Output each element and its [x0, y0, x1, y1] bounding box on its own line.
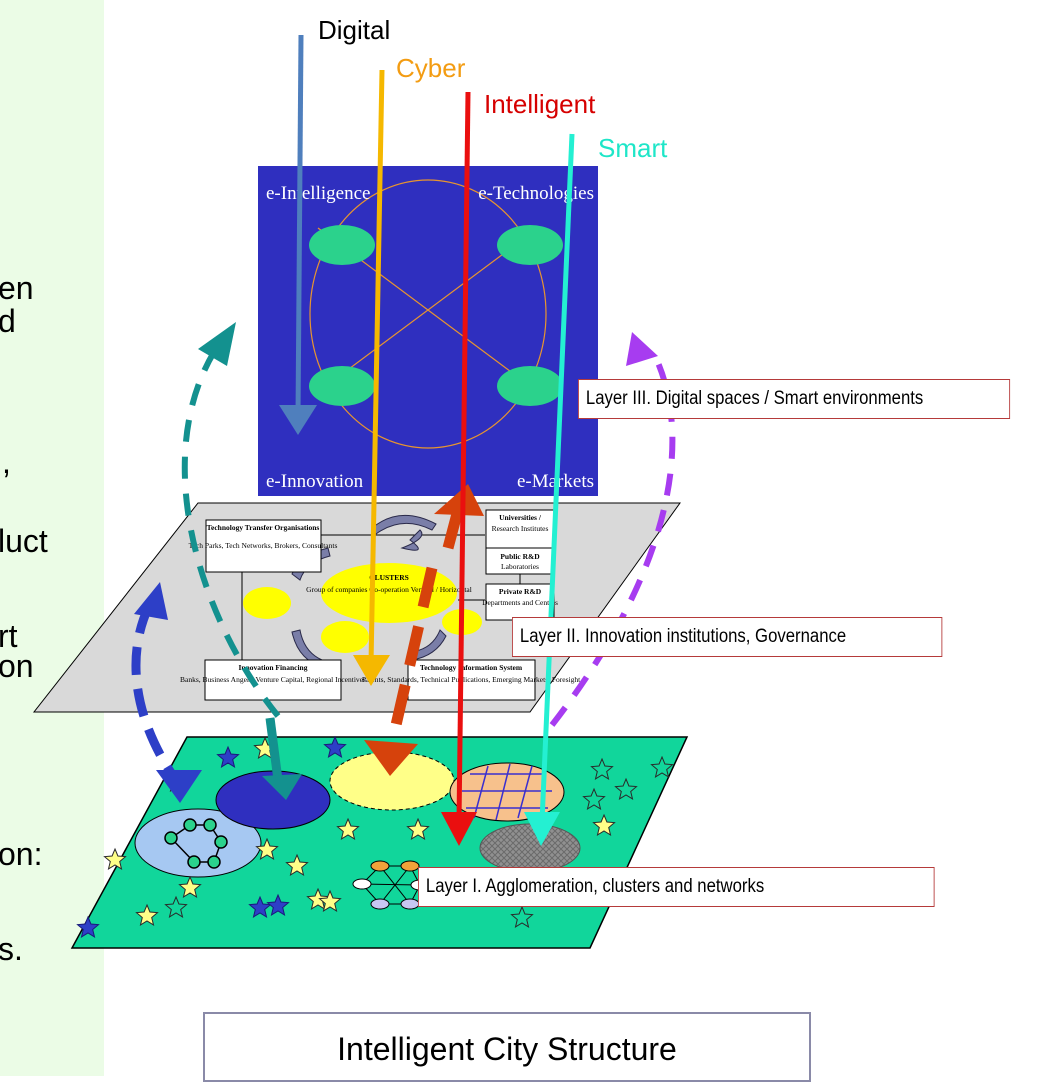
- e-innovation-node: [309, 366, 375, 406]
- e-intelligence-node: [309, 225, 375, 265]
- side-text-fragment: luct: [0, 523, 48, 559]
- layer-1-label: Layer I. Agglomeration, clusters and net…: [418, 867, 935, 907]
- star-icon: [103, 847, 127, 870]
- institution-boxes: Technology Transfer Organisations Tech P…: [180, 509, 581, 701]
- svg-text:Banks, Business Angels, Ventur: Banks, Business Angels, Venture Capital,…: [180, 675, 366, 684]
- star-icon: [614, 777, 638, 800]
- smart-arrow: [539, 133, 575, 823]
- intelligent-arrow: [456, 91, 471, 823]
- svg-text:CLUSTERS: CLUSTERS: [369, 573, 409, 582]
- star-icon: [323, 735, 347, 758]
- svg-text:Innovation Financing: Innovation Financing: [239, 663, 308, 672]
- svg-text:Universities /: Universities /: [499, 513, 542, 522]
- blue-dashed-arrow-up: [131, 597, 187, 793]
- svg-text:Patents, Standards, Technical: Patents, Standards, Technical Publicatio…: [362, 675, 581, 684]
- svg-text:Public R&D: Public R&D: [500, 552, 540, 561]
- svg-text:Research Institutes: Research Institutes: [492, 524, 549, 533]
- teal-dashed-arrow: [181, 350, 281, 718]
- svg-text:Tech Parks, Tech Networks, Bro: Tech Parks, Tech Networks, Brokers, Cons…: [189, 541, 338, 550]
- star-icon: [164, 895, 188, 918]
- side-text-panel: en d , luct rt on on: s.: [0, 0, 104, 1076]
- main-arrows: [279, 34, 575, 846]
- digital-label: Digital: [318, 15, 390, 45]
- side-text-fragment: on: [0, 648, 34, 684]
- svg-text:Laboratories: Laboratories: [501, 562, 539, 571]
- layer-3-label: Layer III. Digital spaces / Smart enviro…: [578, 379, 1011, 419]
- star-icon: [248, 895, 272, 918]
- dashed-arrows: [131, 322, 676, 803]
- svg-text:Departments and Centres: Departments and Centres: [482, 598, 558, 607]
- star-icon: [592, 813, 616, 836]
- e-technologies-label: e-Technologies: [478, 183, 594, 204]
- star-icon: [590, 757, 614, 780]
- network-graph-icon: [164, 818, 228, 869]
- svg-text:Technology Information System: Technology Information System: [420, 663, 523, 672]
- network-ellipse: [134, 808, 262, 878]
- star-icon: [582, 787, 606, 810]
- svg-text:Technology Transfer Organisati: Technology Transfer Organisations: [207, 523, 320, 532]
- orange-dashed-arrow-down: [382, 566, 438, 762]
- star-icon: [178, 875, 202, 898]
- side-text-fragment: s.: [0, 931, 23, 967]
- e-innovation-label: e-Innovation: [266, 471, 364, 492]
- star-icon: [216, 745, 240, 768]
- layer-2-label: Layer II. Innovation institutions, Gover…: [512, 617, 943, 657]
- svg-text:Private R&D: Private R&D: [499, 587, 542, 596]
- clusters-ellipse: [321, 563, 457, 623]
- star-icon: [266, 893, 290, 916]
- svg-text:Group of companies Co-operatio: Group of companies Co-operation Vertical…: [306, 585, 472, 594]
- side-text-fragment: en: [0, 270, 34, 306]
- star-icon: [255, 837, 279, 860]
- star-icon: [318, 889, 342, 912]
- grid-icon: [462, 763, 552, 821]
- digital-spaces-layer: e-Intelligence e-Technologies e-Innovati…: [258, 166, 598, 496]
- orange-grid-ellipse: [449, 762, 565, 822]
- cyber-arrow: [368, 69, 385, 665]
- hatched-ellipse: [479, 823, 581, 873]
- star-icon: [306, 887, 330, 910]
- institutions-layer: Technology Transfer Organisations Tech P…: [32, 502, 681, 713]
- e-markets-node: [497, 366, 563, 406]
- side-text-fragment: d: [0, 303, 16, 339]
- side-text-fragment: ,: [2, 444, 11, 480]
- digital-spaces-square: [258, 166, 598, 496]
- e-intelligence-label: e-Intelligence: [266, 183, 370, 204]
- star-icon: [406, 817, 430, 840]
- violet-dashed-arrow: [549, 354, 676, 727]
- star-icon: [135, 903, 159, 926]
- cyber-label: Cyber: [396, 53, 466, 83]
- smart-label: Smart: [598, 133, 668, 163]
- diagram-caption: Intelligent City Structure: [203, 1012, 811, 1082]
- star-icon: [510, 905, 534, 928]
- side-text-fragment: rt: [0, 618, 18, 654]
- stars-group: [76, 735, 674, 938]
- intelligent-label: Intelligent: [484, 89, 596, 119]
- digital-arrow: [295, 34, 304, 417]
- star-icon: [650, 755, 674, 778]
- side-text-fragment: on:: [0, 836, 43, 872]
- star-icon: [285, 853, 309, 876]
- e-technologies-node: [497, 225, 563, 265]
- star-icon: [76, 915, 100, 938]
- star-icon: [336, 817, 360, 840]
